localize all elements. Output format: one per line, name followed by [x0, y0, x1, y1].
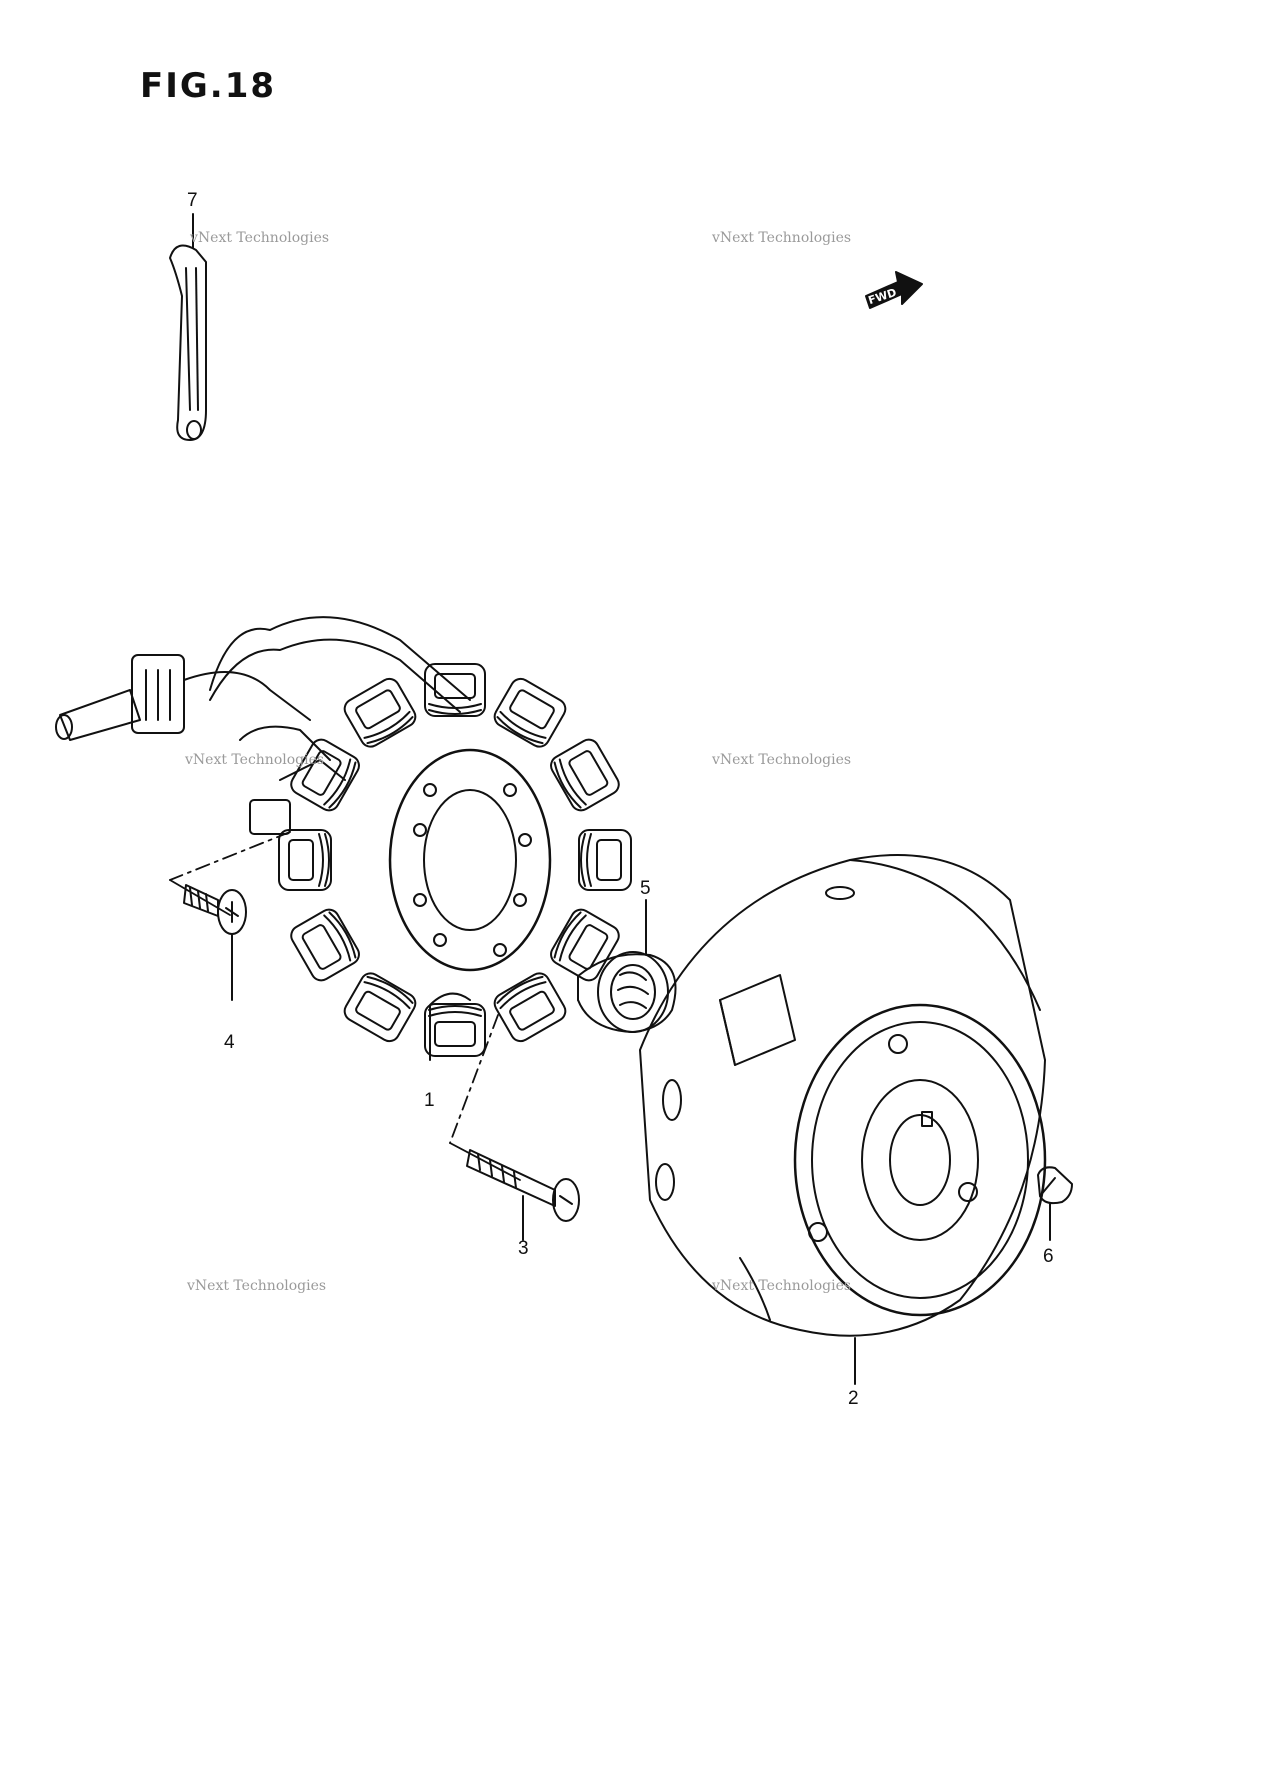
stator-coil: [550, 738, 620, 812]
stator-coil: [343, 677, 417, 748]
callout-7: 7: [187, 190, 198, 211]
fwd-arrow-icon: [865, 271, 923, 309]
stator-coil: [550, 908, 620, 982]
stator-coil: [343, 972, 417, 1043]
stator-coil: [424, 1003, 486, 1057]
nut-part[interactable]: [577, 899, 677, 1033]
stator-coil: [290, 908, 360, 982]
stator-part[interactable]: [55, 616, 632, 1061]
stator-coil: [424, 663, 486, 717]
stator-coil: [290, 738, 360, 812]
stator-coil: [578, 829, 632, 891]
rotor-part[interactable]: [639, 854, 1047, 1385]
page-title: FIG.18: [140, 66, 277, 106]
callout-5: 5: [640, 878, 651, 899]
callout-6: 6: [1043, 1246, 1054, 1267]
clamp-part[interactable]: [169, 213, 207, 441]
callout-3: 3: [518, 1238, 529, 1259]
callout-4: 4: [224, 1032, 235, 1053]
key-part[interactable]: [1037, 1166, 1073, 1241]
short-screw-part[interactable]: [183, 884, 247, 1001]
stator-coil: [493, 972, 567, 1043]
callout-1: 1: [424, 1090, 435, 1111]
long-bolt-part[interactable]: [466, 1149, 580, 1241]
stator-coil: [278, 829, 332, 891]
callout-2: 2: [848, 1388, 859, 1409]
stator-coil: [493, 677, 567, 748]
